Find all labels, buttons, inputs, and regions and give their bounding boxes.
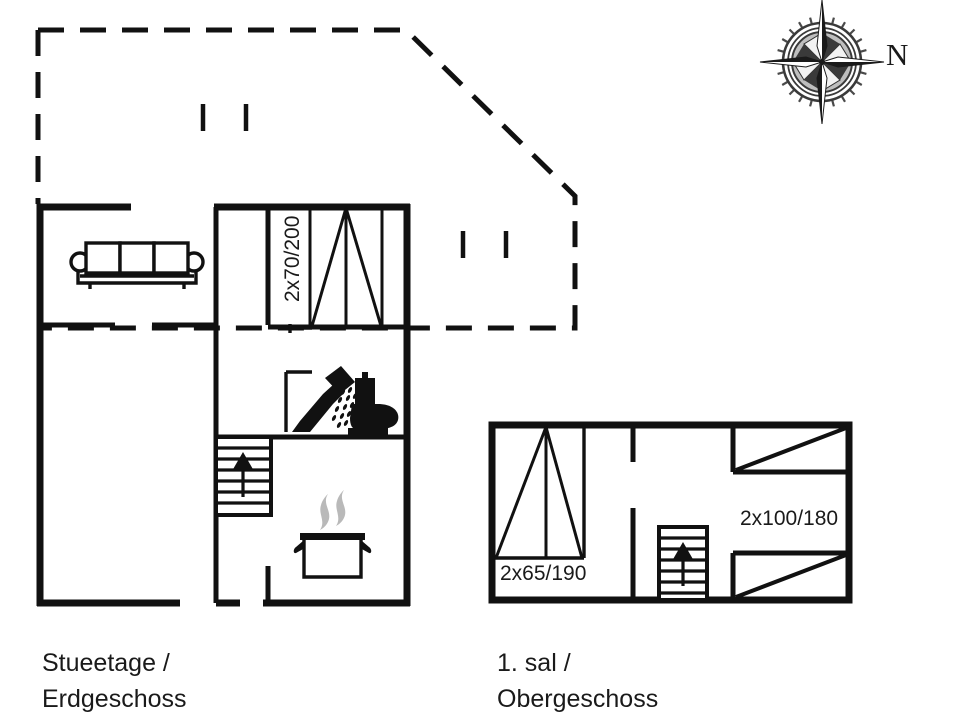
dimension-terrace-door: 2x70/200 — [281, 216, 304, 302]
terrace-outline — [35, 27, 578, 331]
stairs-up-icon-ground — [214, 435, 273, 517]
ground-floor-terrace-door — [288, 206, 384, 333]
sofa-icon — [69, 241, 205, 289]
stairs-up-icon-upper — [657, 525, 709, 602]
ground-floor-caption-line2: Erdgeschoss — [42, 685, 187, 713]
upper-floor-gable-window — [494, 426, 584, 559]
compass-north-label: N — [886, 37, 908, 72]
terrace-railing-posts — [200, 104, 509, 258]
shower-icon — [284, 366, 358, 432]
ground-floor-caption-line1: Stueetage / — [42, 649, 170, 677]
ground-floor-walls — [36, 203, 411, 607]
upper-floor-dormer-windows — [735, 426, 847, 599]
dimension-gable-window: 2x65/190 — [500, 562, 586, 585]
toilet-icon — [348, 372, 399, 435]
cooking-pot-icon — [293, 490, 372, 579]
upper-floor-caption-line1: 1. sal / — [497, 649, 571, 677]
compass-rose-icon — [759, 0, 885, 125]
dimension-dormer-windows: 2x100/180 — [740, 507, 838, 530]
upper-floor-caption-line2: Obergeschoss — [497, 685, 658, 713]
